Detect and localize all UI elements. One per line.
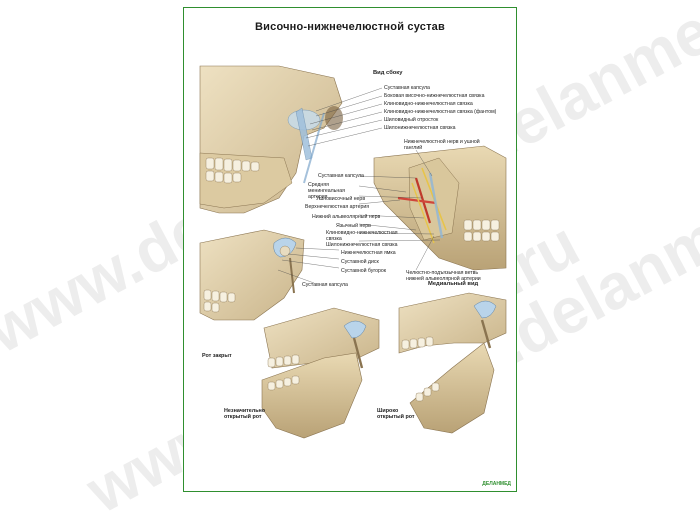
brand-logo: ДЕЛАНМЕД [482, 481, 511, 487]
anatomy-illustration [199, 65, 507, 439]
mouth-closed-skull [199, 229, 305, 321]
label-side-4: Шиловидный отросток [384, 117, 439, 123]
label-medial-11: Суставной бугорок [341, 268, 387, 274]
label-medial-1: Суставная капсула [318, 173, 364, 179]
poster: Височно-нижнечелюстной сустав [183, 7, 517, 492]
label-side-2: Клиновидно-нижнечелюстная связка [384, 101, 473, 107]
label-bottom-artery: Челюстно-подъязычная ветвь нижней альвео… [406, 270, 481, 282]
label-side-0: Суставная капсула [384, 85, 430, 91]
label-side-3: Клиновидно-нижнечелюстная связка (фантом… [384, 109, 497, 115]
label-medial-6: Язычный нерв [336, 223, 371, 229]
slightly-open-skull [261, 307, 380, 439]
label-side-5: Шилонижнечелюстная связка [384, 125, 456, 131]
label-medial-0: Нижнечелюстной нерв и ушной ганглий [404, 139, 480, 151]
label-side-view: Вид сбоку [373, 70, 403, 76]
label-medial-10: Суставной диск [341, 259, 379, 265]
label-medial-9: Нижнечелюстная ямка [341, 250, 396, 256]
leader-lines [277, 87, 441, 284]
caption-mouth-closed: Рот закрыт [202, 353, 232, 359]
side-view-skull [199, 65, 343, 214]
label-medial-4: Верхнечелюстная артерия [305, 204, 370, 210]
label-medial-7: Клиновидно-нижнечелюстная связка [326, 230, 398, 242]
label-medial-view: Медиальный вид [428, 281, 479, 287]
caption-slightly-open: Незначительно открытый рот [224, 408, 266, 421]
label-medial-2: Средняя менингеальная артерия [308, 182, 345, 200]
label-medial-3: Ушновисочный нерв [316, 196, 366, 202]
label-medial-8: Шилонижнечелюстная связка [326, 242, 398, 248]
label-medial-5: Нижний альвеолярный нерв [312, 214, 381, 220]
caption-wide-open: Широко открытый рот [377, 408, 415, 421]
wide-open-skull [398, 292, 507, 434]
label-closed-capsule: Суставная капсула [302, 282, 348, 288]
poster-title: Височно-нижнечелюстной сустав [255, 21, 445, 33]
medial-view-skull [373, 145, 507, 271]
label-side-1: Боковая височно-нижнечелюстная связка [384, 93, 485, 99]
